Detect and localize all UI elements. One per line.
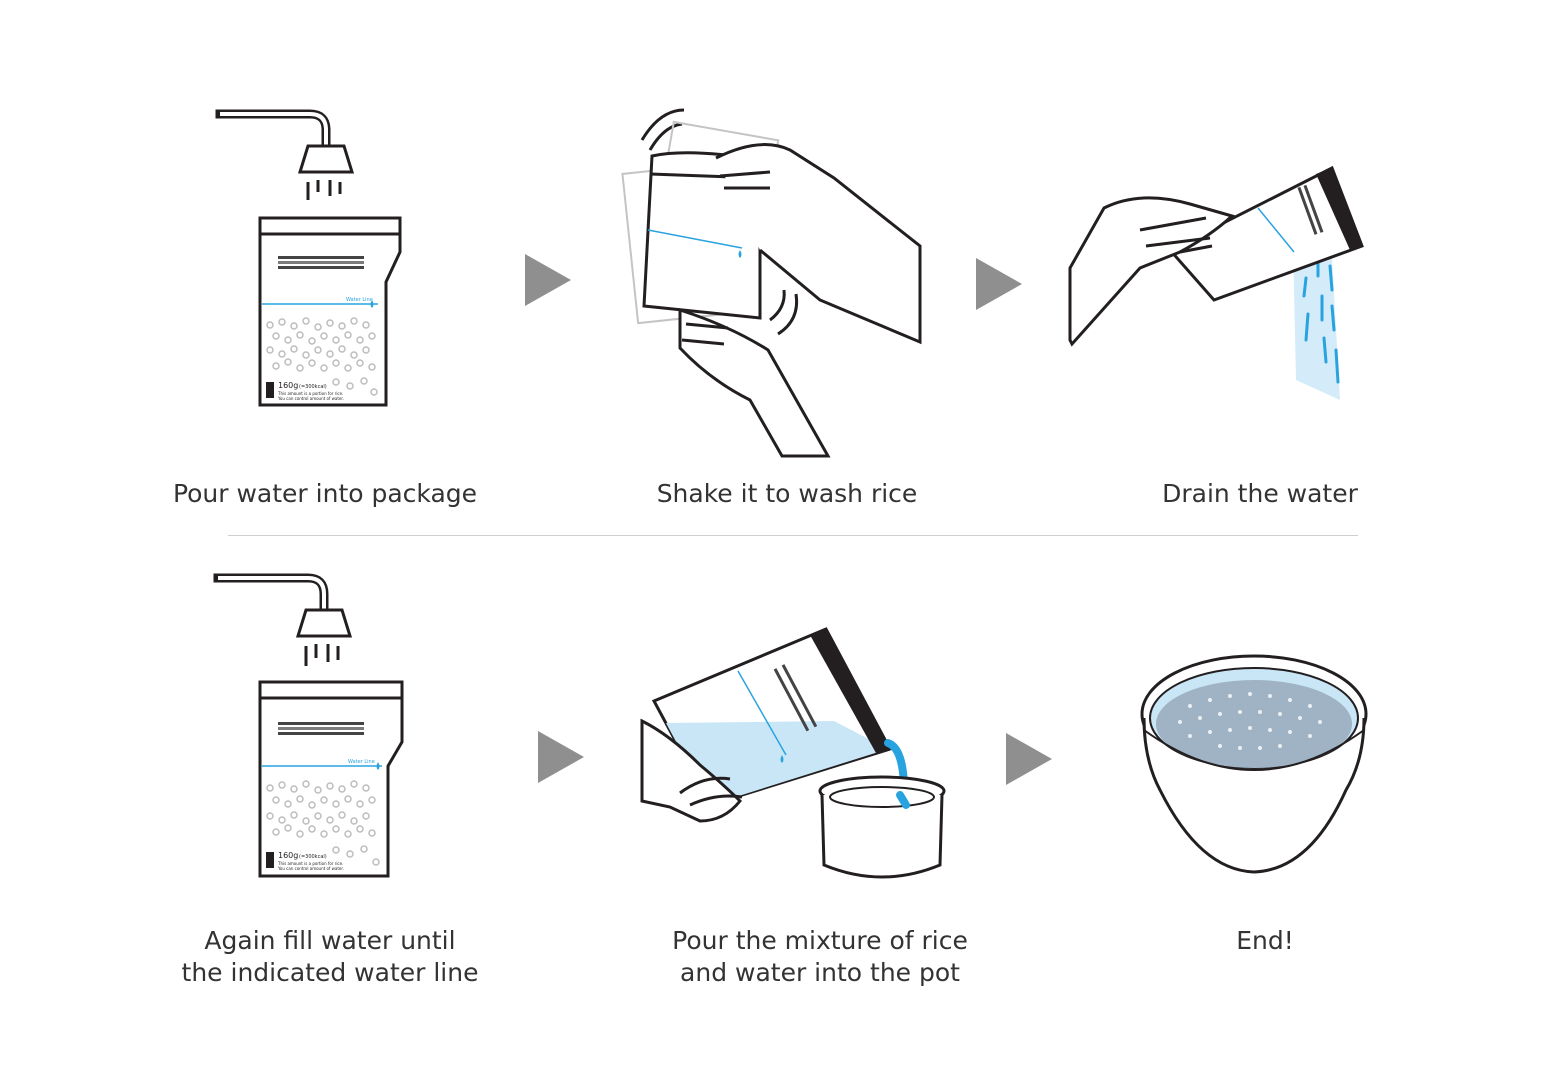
drain-water-illustration <box>1068 165 1364 400</box>
step-drain: Drain the water <box>1060 100 1380 520</box>
package-kcal: (=300kcal) <box>299 384 327 390</box>
next-step-arrow <box>1006 733 1052 785</box>
rice-pot-illustration <box>1140 654 1368 874</box>
step-shake: Shake it to wash rice <box>620 100 940 520</box>
step-pour-pot: Pour the mixture of rice and water into … <box>640 625 980 1025</box>
shake-package-illustration <box>621 108 922 458</box>
faucet-and-package-illustration: 160g (=300kcal) This amount is a portion… <box>213 573 404 878</box>
package-note-line1: This amount is a portion for rice. <box>277 861 343 866</box>
next-step-arrow <box>538 731 584 783</box>
package-note-line2: You can control amount of water. <box>277 396 344 401</box>
next-step-arrow <box>525 254 571 306</box>
caption-line: Pour the mixture of rice <box>672 926 968 955</box>
step-refill: 160g (=300kcal) This amount is a portion… <box>160 570 500 1010</box>
step-caption: Pour water into package <box>160 478 490 510</box>
step-pour-water: 160g (=300kcal) This amount is a portion… <box>160 100 490 520</box>
pour-into-pot-illustration <box>640 627 946 879</box>
package-weight: 160g <box>278 851 298 860</box>
caption-line: the indicated water line <box>181 958 479 987</box>
step-caption: End! <box>1180 925 1350 957</box>
step-caption: Shake it to wash rice <box>620 478 954 510</box>
caption-line: Shake it to wash rice <box>656 479 918 508</box>
row-divider <box>228 535 1358 536</box>
step-caption: Drain the water <box>1140 478 1380 510</box>
package-note-line2: You can control amount of water. <box>277 866 344 871</box>
package-note-line1: This amount is a portion for rice. <box>277 391 343 396</box>
package-kcal: (=300kcal) <box>299 854 327 860</box>
step-caption: Pour the mixture of rice and water into … <box>660 925 980 989</box>
next-step-arrow <box>976 258 1022 310</box>
caption-line: End! <box>1236 926 1294 955</box>
step-end: End! <box>1120 610 1400 1010</box>
caption-line: Pour water into package <box>172 479 478 508</box>
package-weight: 160g <box>278 381 298 390</box>
faucet-and-package-illustration: 160g (=300kcal) This amount is a portion… <box>215 109 402 407</box>
caption-line: Again fill water until <box>204 926 456 955</box>
step-caption: Again fill water until the indicated wat… <box>170 925 490 989</box>
water-line-label: Water Line <box>348 759 375 765</box>
caption-line: Drain the water <box>1162 479 1358 508</box>
caption-line: and water into the pot <box>680 958 960 987</box>
water-line-label: Water Line <box>346 297 373 303</box>
